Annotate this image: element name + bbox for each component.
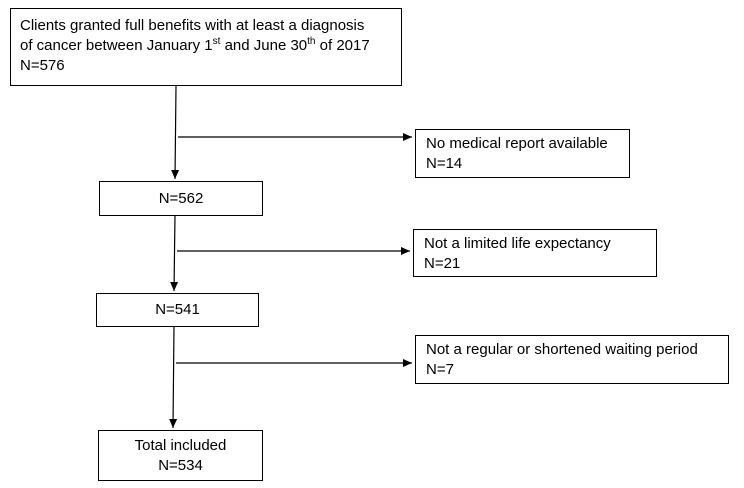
exclusion-2-count: N=21 xyxy=(424,255,461,272)
exclusion-3-label: Not a regular or shortened waiting perio… xyxy=(426,341,698,358)
start-line-1: Clients granted full benefits with at le… xyxy=(20,17,365,34)
final-box: Total included N=534 xyxy=(98,430,263,481)
exclusion-2-label: Not a limited life expectancy xyxy=(424,235,611,252)
start-line-2-part-a: of cancer between January 1 xyxy=(20,37,213,54)
exclusion-box-1: No medical report available N=14 xyxy=(415,129,630,178)
exclusion-1-count: N=14 xyxy=(426,155,463,172)
start-line-2-part-c: of 2017 xyxy=(315,37,370,54)
superscript-th: th xyxy=(307,36,316,47)
exclusion-box-2: Not a limited life expectancy N=21 xyxy=(413,229,657,277)
exclusion-box-3: Not a regular or shortened waiting perio… xyxy=(415,335,729,384)
arrow-step1-to-step2 xyxy=(170,214,179,292)
step-2-count: N=541 xyxy=(155,301,200,318)
arrow-start-to-step1 xyxy=(171,85,180,180)
superscript-st: st xyxy=(212,36,221,47)
start-line-2: of cancer between January 1st and June 3… xyxy=(20,36,392,56)
start-count: N=576 xyxy=(20,57,65,74)
final-count: N=534 xyxy=(158,457,203,474)
exclusion-3-count: N=7 xyxy=(426,361,454,378)
start-box: Clients granted full benefits with at le… xyxy=(10,8,402,86)
arrow-step2-to-final xyxy=(169,325,178,429)
exclusion-1-label: No medical report available xyxy=(426,135,608,152)
step-box-1: N=562 xyxy=(99,181,263,216)
final-label: Total included xyxy=(134,437,227,454)
start-line-2-part-b: and June 30 xyxy=(220,37,308,54)
step-1-count: N=562 xyxy=(158,190,204,207)
step-box-2: N=541 xyxy=(96,293,259,327)
